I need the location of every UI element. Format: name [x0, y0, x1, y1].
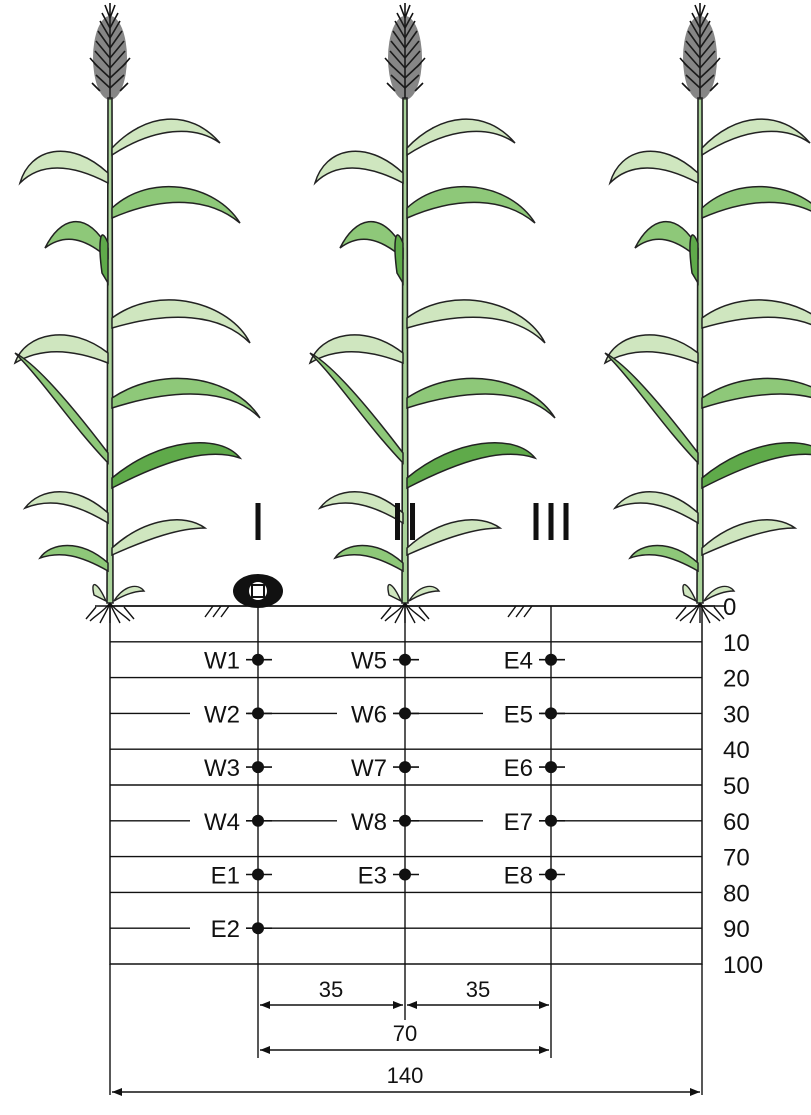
- sensor-label: W8: [351, 809, 387, 836]
- depth-scale: 0 10 20 30 40 50 60 70 80 90 100: [702, 594, 763, 979]
- depth-label: 90: [723, 916, 750, 943]
- sensor-dot-icon: [252, 653, 264, 666]
- depth-label: 20: [723, 666, 750, 693]
- sensor-label: W2: [204, 701, 240, 728]
- sensor-dot-icon: [399, 653, 411, 666]
- sensor-label: E6: [504, 755, 533, 782]
- sensor-dot-icon: [545, 653, 557, 666]
- row-label-i: I: [250, 492, 265, 552]
- sensor-dot-icon: [252, 707, 264, 720]
- sensor-label: W7: [351, 755, 387, 782]
- sensor-label: E7: [504, 809, 533, 836]
- sensor-dot-icon: [545, 761, 557, 774]
- sensor-dot-icon: [399, 761, 411, 774]
- sensor-dot-icon: [252, 761, 264, 774]
- sensor-label: W1: [204, 648, 240, 675]
- dimension-inter-row: 70: [393, 1021, 417, 1046]
- sensor-label: E2: [211, 916, 240, 943]
- dimension-lines: [109, 964, 703, 1096]
- sensor-dot-icon: [545, 868, 557, 881]
- dimension-total-width: 140: [387, 1063, 424, 1088]
- depth-label: 70: [723, 845, 750, 872]
- sensor-dot-icon: [545, 707, 557, 720]
- dimension-right-spacing: 35: [466, 977, 490, 1002]
- depth-label: 0: [723, 594, 736, 621]
- dimension-labels: 35 35 70 140: [319, 977, 490, 1088]
- row-label-iii: III: [528, 492, 573, 552]
- sensor-dot-icon: [399, 814, 411, 827]
- sensor-label: W3: [204, 755, 240, 782]
- sensor-label: E5: [504, 701, 533, 728]
- sensor-label: W5: [351, 648, 387, 675]
- row-labels: I II III: [250, 492, 573, 552]
- sensor-dot-icon: [252, 868, 264, 881]
- depth-label: 60: [723, 809, 750, 836]
- depth-label: 40: [723, 737, 750, 764]
- sorghum-plant-icon: [604, 2, 811, 624]
- dimension-left-spacing: 35: [319, 977, 343, 1002]
- sensor-dot-icon: [252, 814, 264, 827]
- sensor-dot-icon: [545, 814, 557, 827]
- soil-hatch-icon: [204, 605, 533, 618]
- depth-label: 10: [723, 630, 750, 657]
- sensor-label: E3: [358, 863, 387, 890]
- sensor-dot-icon: [252, 922, 264, 935]
- sorghum-plant-icon: [309, 2, 556, 624]
- row-label-ii: II: [390, 492, 420, 552]
- sensor-dot-icon: [399, 868, 411, 881]
- depth-label: 100: [723, 952, 763, 979]
- depth-label: 30: [723, 701, 750, 728]
- sensor-label: W4: [204, 809, 240, 836]
- sensor-dot-icon: [399, 707, 411, 720]
- depth-grid-lines: [95, 605, 715, 929]
- sensor-label: W6: [351, 701, 387, 728]
- sensor-label: E4: [504, 648, 533, 675]
- depth-label: 50: [723, 773, 750, 800]
- depth-label: 80: [723, 880, 750, 907]
- drip-emitter-icon: [233, 574, 283, 608]
- sensor-label: E8: [504, 863, 533, 890]
- sensor-label: E1: [211, 863, 240, 890]
- sorghum-plant-icon: [14, 2, 261, 624]
